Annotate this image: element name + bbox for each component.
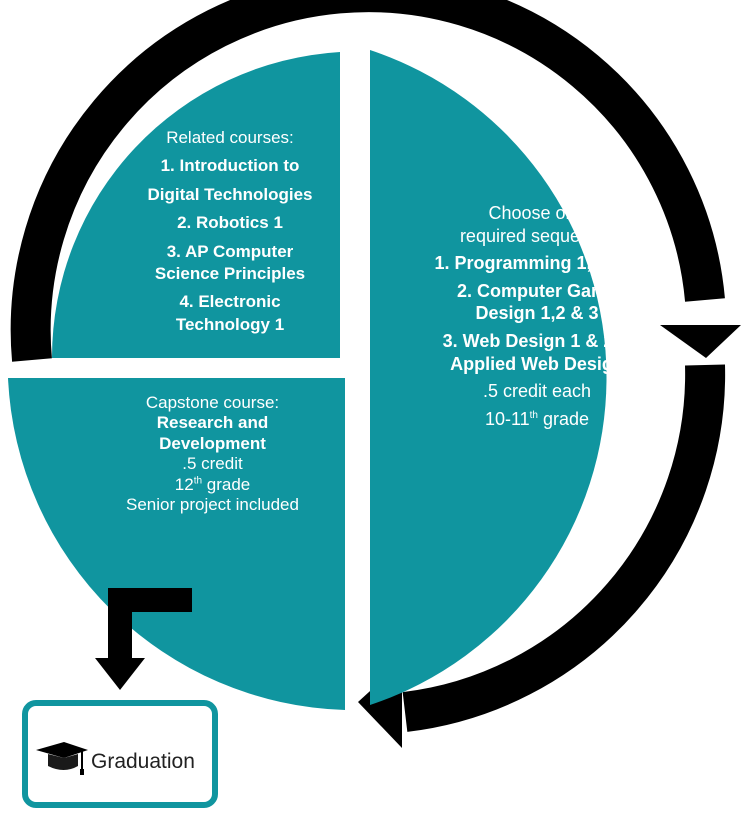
sequence-credit: .5 credit each [482,381,592,402]
capstone-note: Senior project included [126,494,299,514]
required-sequence-heading-1: Choose one [488,203,586,223]
capstone-credit: .5 credit [182,454,243,474]
graduation-cap-icon [36,742,88,775]
graduation-arrowhead-icon [95,658,145,690]
capstone-heading: Capstone course: [145,393,280,412]
capstone-course-2: Development [159,433,266,453]
sequence-option-3b: Applied Web Design [450,353,624,374]
capstone-grade-number: 12 [174,474,194,494]
capstone-course-1: Research and [156,413,269,433]
capstone-grade-word: grade [202,474,251,494]
cycle-arrow-ring-lower [402,364,726,732]
arrowhead-right-icon [660,325,741,358]
sequence-option-2b: Design 1,2 & 3 [475,303,599,324]
related-courses-heading: Related courses: [166,128,294,147]
graduation-box: Graduation [22,700,218,808]
capstone-panel: Capstone course: Research and Developmen… [80,393,345,515]
sequence-option-1: 1. Programming 1, 2 & 3 [434,253,640,274]
capstone-grade-suffix-sup: th [193,474,203,486]
quadrant-top-left [51,52,341,358]
related-course-1a: 1. Introduction to [160,156,300,176]
related-course-3b: Science Principles [154,263,306,283]
sequence-option-2a: 2. Computer Game [456,280,618,301]
related-course-4a: 4. Electronic [179,292,281,312]
graduation-label: Graduation [91,750,195,773]
quadrant-right [370,50,607,705]
related-course-3a: 3. AP Computer [166,241,294,261]
sequence-grade-word: grade [538,408,590,429]
sequence-grade: 10-11th grade [372,409,702,431]
cycle-arrow-ring [10,0,725,362]
capstone-grade: 12th grade [80,475,345,495]
related-course-4b: Technology 1 [175,314,285,334]
related-courses-panel: Related courses: 1. Introduction to Digi… [100,128,360,343]
sequence-grade-suffix-sup: th [529,409,538,421]
required-sequence-panel: Choose one required sequence: 1. Program… [372,203,702,431]
graduation-elbow-arrow [108,588,192,660]
sequence-grade-number: 10-11 [484,408,530,429]
related-course-1b: Digital Technologies [147,184,313,204]
related-course-2: 2. Robotics 1 [177,213,283,233]
required-sequence-heading-2: required sequence: [459,225,615,246]
sequence-option-3a: 3. Web Design 1 & 2 & [442,330,632,351]
quadrant-bottom-left [8,378,345,710]
